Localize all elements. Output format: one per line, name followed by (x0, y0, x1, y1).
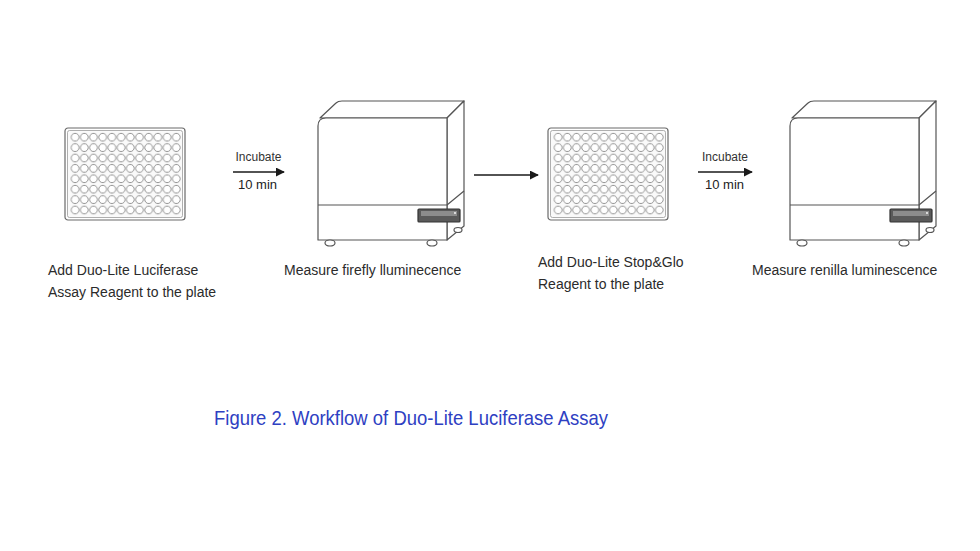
device-drawer (890, 209, 932, 222)
device-top (320, 101, 464, 118)
step-label: Measure renilla luminescence (752, 259, 947, 281)
step-node: Measure renilla luminescence (752, 96, 947, 311)
figure-caption: Figure 2. Workflow of Duo-Lite Luciferas… (214, 405, 608, 431)
drawer-led (926, 212, 928, 214)
step-action-label: Incubate (235, 150, 281, 164)
step-text-group: Add Duo-Lite Luciferase Assay Reagent to… (48, 259, 233, 303)
device-foot (899, 240, 909, 246)
plate-frame (65, 128, 185, 220)
step-node: Add Duo-Lite Stop&Glo Reagent to the pla… (538, 96, 698, 311)
well-plate (65, 128, 185, 220)
step-label: Add Duo-Lite Luciferase Assay Reagent to… (48, 259, 233, 303)
flow-arrow (474, 174, 538, 176)
device-foot (427, 240, 437, 246)
step-text-group: Measure renilla luminescence (752, 259, 947, 281)
device-foot (454, 228, 462, 233)
luminometer (790, 101, 936, 246)
plate-wells (71, 132, 181, 215)
step-node: Measure firefly lluminecence (284, 96, 474, 311)
step-label: Add Duo-Lite Stop&Glo Reagent to the pla… (538, 251, 698, 295)
duration-label: 10 min (705, 177, 744, 192)
drawer-slot (893, 211, 929, 216)
plate-frame (548, 128, 668, 220)
luminometer (318, 101, 464, 246)
device-foot (325, 240, 335, 246)
drawer-slot (421, 211, 457, 216)
device-seam (318, 191, 464, 205)
step-text-group: Measure firefly lluminecence (284, 259, 474, 281)
device-foot (926, 228, 934, 233)
duration-label: 10 min (238, 177, 277, 192)
drawer-led (454, 212, 456, 214)
device-foot (797, 240, 807, 246)
device-seam (790, 191, 936, 205)
plate-inner (68, 131, 183, 218)
device-drawer (418, 209, 460, 222)
flow-arrow (233, 171, 284, 173)
flow-arrow (698, 171, 752, 173)
step-text-group: Add Duo-Lite Stop&Glo Reagent to the pla… (538, 251, 698, 295)
step-label: Measure firefly lluminecence (284, 259, 474, 281)
well-plate (548, 128, 668, 220)
device-top (792, 101, 936, 118)
step-node: Add Duo-Lite Luciferase Assay Reagent to… (48, 96, 233, 311)
plate-wells (554, 132, 664, 215)
step-action-label: Incubate (702, 150, 748, 164)
plate-inner (551, 131, 666, 218)
